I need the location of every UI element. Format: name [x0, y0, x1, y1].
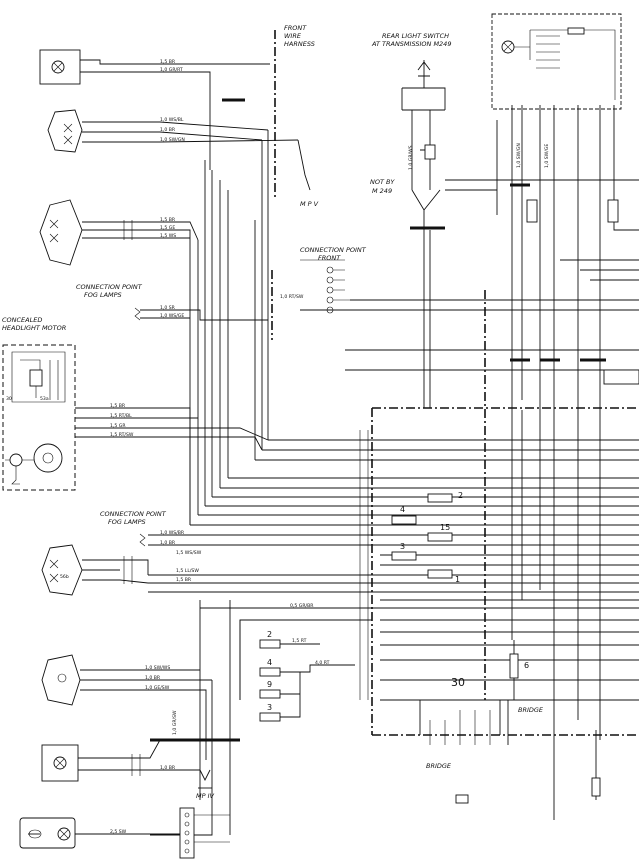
relay-box-right: [607, 199, 619, 223]
bottom-left-lamp: [19, 817, 180, 849]
headlight-left: [39, 199, 199, 266]
wire-code: 1,0 SW/WS: [145, 665, 170, 671]
pin-30-label: 30: [6, 396, 12, 402]
wire-code: 1,0 WS/GE: [160, 313, 184, 319]
connection-front-label-2: FRONT: [318, 254, 341, 262]
fuse-4-label: 4: [400, 505, 405, 514]
wire-code: 1,0 WS/BR: [160, 530, 185, 536]
relay-group-left: [239, 619, 372, 722]
horizontal-wires: [148, 259, 639, 701]
central-connector-column: [359, 430, 369, 700]
right-bottom-box: [591, 777, 601, 797]
relay-box-left: [526, 199, 538, 223]
fuse-2-label: 2: [458, 491, 463, 500]
relay-4-label: 4: [267, 658, 272, 667]
terminal-30-label: 30: [451, 676, 465, 689]
mp-iv-ground: [198, 769, 212, 789]
wire-code: 1,0 BR: [160, 540, 176, 546]
relay-3-label: 3: [267, 703, 272, 712]
bridge-label-right: BRIDGE: [518, 706, 544, 714]
wire-code: 1,0 GR/SW: [172, 710, 178, 735]
wire-code: 1,5 RT: [292, 638, 307, 644]
headlight-motor-label-1: CONCEALED: [2, 316, 42, 324]
switch-output-wires: [496, 120, 639, 820]
relay-2-label: 2: [267, 630, 272, 639]
wire-code: 1,5 BR: [160, 59, 176, 65]
relay-6-label: 6: [524, 661, 529, 670]
wire-code: 2,5 SW: [110, 829, 127, 835]
wire-code: 1,0 GR/WS: [408, 145, 414, 170]
wire-code: 1,5 RT/BL: [110, 413, 132, 419]
not-by-label-1: NOT BY: [370, 178, 395, 186]
fog-wires-top: [140, 309, 268, 321]
headlight-motor-label-2: HEADLIGHT MOTOR: [2, 324, 66, 332]
front-wire-harness-label-3: HARNESS: [284, 40, 315, 48]
wire-code: 1,0 BR: [145, 675, 161, 681]
wire-code: 1,0 BR: [160, 765, 176, 771]
wire-code: 0,5 GR/BR: [290, 603, 314, 609]
wire-code: 1,0 SR: [160, 305, 176, 311]
wire-code: 1,0 SW/GE: [544, 144, 550, 168]
rear-light-switch-label-2: AT TRANSMISSION M249: [371, 40, 451, 48]
wire-code: 1,5 BR: [110, 403, 126, 409]
pin-53a-label: 53a: [40, 396, 49, 402]
fuses-center: [391, 493, 519, 700]
bottom-lamp: [41, 739, 240, 782]
fog-lamp-bottom: [41, 544, 149, 596]
front-wire-harness-label-2: WIRE: [284, 32, 302, 40]
fog-connector-top: [134, 307, 141, 321]
wire-code: 1,5 GE: [160, 225, 175, 231]
wire-code: 1,5 BR: [160, 217, 176, 223]
front-lamp-unit-2: [47, 109, 299, 153]
lamp-unit-4: [41, 654, 212, 706]
fuse-1-label: 1: [455, 575, 460, 584]
wire-code: 1,0 BR: [160, 127, 176, 133]
top-left-lamp: [39, 49, 270, 170]
fuse-3-label: 3: [400, 542, 405, 551]
wire-code: 1,0 SW/GN: [160, 137, 185, 143]
wire-code: 1,5 GR: [110, 423, 126, 429]
connection-front-label-1: CONNECTION POINT: [300, 246, 367, 254]
fog-top-label-1: CONNECTION POINT: [76, 283, 143, 291]
pin-56b-label: 56b: [60, 574, 69, 580]
bridge-label-bottom: BRIDGE: [426, 762, 452, 770]
not-by-label-2: M 249: [372, 187, 392, 195]
wire-code: 4,0 RT: [315, 660, 330, 666]
wire-code: 1,0 SW/GN: [516, 143, 522, 168]
fuse-15-label: 15: [440, 523, 450, 532]
wire-code: 1,0 GE/SW: [145, 685, 170, 691]
headlight-motor: [2, 344, 269, 525]
wire-code: 1,5 WS/SW: [176, 550, 202, 556]
small-box: [455, 794, 469, 804]
bottom-terminal-block: [179, 807, 230, 859]
wire-code: 1,0 WS/BL: [160, 117, 184, 123]
wire-code: 1,5 LL/SW: [176, 568, 199, 574]
fog-bottom-label-2: FOG LAMPS: [108, 518, 146, 526]
rear-light-switch-label-1: REAR LIGHT SWITCH: [382, 32, 449, 40]
connection-point-front: [300, 259, 350, 314]
front-wire-harness-label-1: FRONT: [284, 24, 307, 32]
bridge-block: [419, 699, 509, 745]
rear-light-switch-connector: [401, 60, 639, 408]
relay-9-label: 9: [267, 680, 272, 689]
mpv-label: M P V: [300, 200, 319, 208]
wire-code: 1,5 BR: [176, 577, 192, 583]
fog-connector-bottom: [139, 533, 146, 547]
mp-iv-label: MP IV: [196, 792, 215, 800]
fog-top-label-2: FOG LAMPS: [84, 291, 122, 299]
wire-code: 1,5 WS: [160, 233, 176, 239]
rear-light-switch-box: [491, 13, 622, 120]
wire-code: 1,0 RT/SW: [280, 294, 304, 300]
front-harness-line: [271, 30, 311, 340]
wire-code: 1,0 GR/RT: [160, 67, 183, 73]
fog-bottom-label-1: CONNECTION POINT: [100, 510, 167, 518]
wire-code: 1,5 RT/SW: [110, 432, 134, 438]
